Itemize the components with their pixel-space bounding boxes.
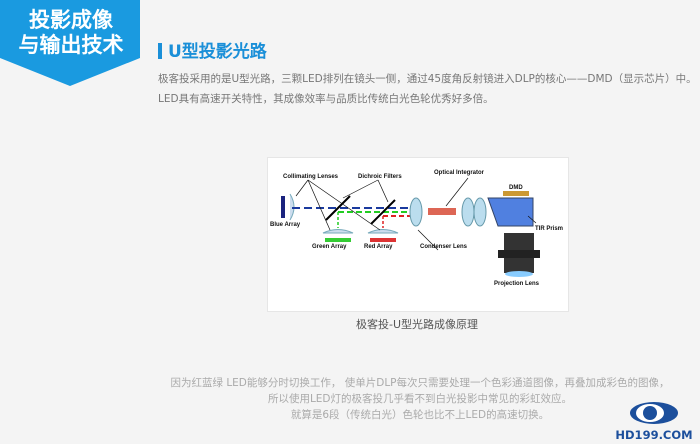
section-banner: 投影成像与输出技术 bbox=[0, 0, 140, 86]
label-blue: Blue Array bbox=[270, 222, 301, 228]
logo-text: HD199.COM bbox=[615, 428, 693, 442]
label-tir: TIR Prism bbox=[535, 226, 563, 232]
bottom-paragraph: 因为红蓝绿 LED能够分时切换工作， 使单片DLP每次只需要处理一个色彩通道图像… bbox=[170, 375, 670, 423]
section-title: U型投影光路 bbox=[158, 37, 267, 62]
bottom-line1: 因为红蓝绿 LED能够分时切换工作， 使单片DLP每次只需要处理一个色彩通道图像… bbox=[170, 377, 670, 389]
intro-line1: 极客投采用的是U型光路，三颗LED排列在镜头一侧，通过45度角反射镜进入DLP的… bbox=[158, 73, 697, 85]
intro-line2: LED具有高速开关特性，其成像效率与品质比传统白光色轮优秀好多倍。 bbox=[158, 93, 494, 105]
title-bar bbox=[158, 43, 162, 59]
condenser-lens bbox=[409, 197, 423, 227]
dichroic-filter-2 bbox=[370, 199, 396, 225]
tir-prism bbox=[487, 197, 534, 227]
title-text: U型投影光路 bbox=[168, 42, 267, 62]
diagram-caption: 极客投-U型光路成像原理 bbox=[355, 318, 479, 331]
banner-line2: 与输出技术 bbox=[18, 33, 124, 57]
bottom-line2: 所以使用LED灯的极客投几乎看不到白光投影中常见的彩虹效应。 bbox=[267, 393, 573, 405]
banner-line1: 投影成像 bbox=[29, 8, 113, 32]
intro-paragraph: 极客投采用的是U型光路，三颗LED排列在镜头一侧，通过45度角反射镜进入DLP的… bbox=[158, 69, 697, 109]
hd199-logo: HD199.COM bbox=[612, 400, 696, 442]
blue-array bbox=[281, 196, 285, 218]
label-dichroic: Dichroic Filters bbox=[358, 174, 402, 180]
eye-logo-icon bbox=[630, 402, 678, 424]
dichroic-filter-1 bbox=[325, 195, 351, 221]
label-projection: Projection Lens bbox=[494, 281, 540, 287]
label-red: Red Array bbox=[364, 244, 393, 250]
green-array bbox=[325, 238, 351, 242]
label-condenser: Condenser Lens bbox=[420, 244, 468, 250]
dmd-chip bbox=[503, 191, 529, 196]
red-array bbox=[370, 238, 396, 242]
banner-shape bbox=[0, 0, 140, 86]
optical-integrator bbox=[428, 208, 456, 215]
label-green: Green Array bbox=[312, 244, 347, 250]
optical-path-diagram: Collimating Lenses Dichroic Filters Opti… bbox=[267, 157, 569, 312]
label-integrator: Optical Integrator bbox=[434, 170, 485, 176]
label-dmd: DMD bbox=[509, 185, 523, 191]
bottom-line3: 就算是6段（传统白光）色轮也比不上LED的高速切换。 bbox=[290, 409, 550, 421]
label-collimating: Collimating Lenses bbox=[283, 174, 339, 180]
